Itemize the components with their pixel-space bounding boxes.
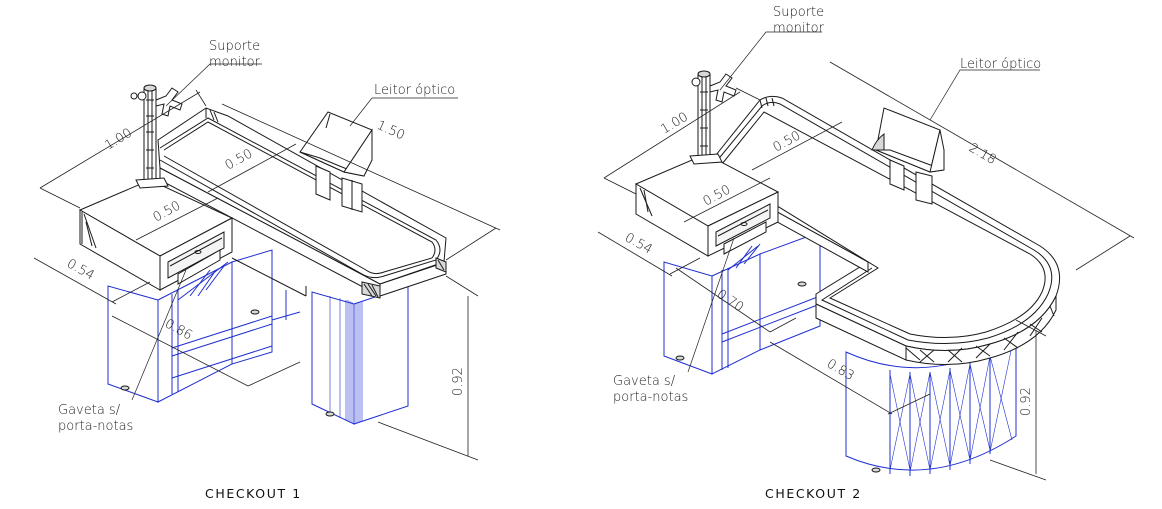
checkout-1-leaders [131, 63, 458, 401]
checkout-2-monitor-stand [689, 70, 737, 165]
checkout-2-cash-box [634, 153, 780, 257]
checkout-2-scanner [871, 107, 945, 205]
checkout-1-scanner-label: Leitor óptico [374, 83, 455, 98]
checkout-2-base [663, 231, 1017, 476]
checkout-1-drawer-label-line1: Gaveta s/ [58, 403, 121, 418]
checkout-1-scanner [299, 111, 373, 213]
checkout-1-monitor-label-line2: monitor [209, 55, 261, 70]
checkout-2-scanner-label: Leitor óptico [960, 57, 1041, 72]
checkout-2-drawer-label-line1: Gaveta s/ [613, 374, 676, 389]
checkout-1-drawing: Suporte monitor Leitor óptico Gaveta s/ … [33, 39, 501, 501]
checkout-1-monitor-stand [130, 84, 183, 189]
checkout-2-monitor-label-line1: Suporte [773, 5, 824, 20]
checkout-2-dim-height: 0.92 [1019, 387, 1034, 416]
checkout-1-base [107, 249, 409, 425]
checkout-1-dim-height: 0.92 [451, 367, 466, 396]
checkout-2-title: CHECKOUT 2 [765, 486, 862, 501]
checkout-2-drawing: Suporte monitor Leitor óptico Gaveta s/ … [597, 5, 1135, 501]
checkout-2-dim-box-depth: 0.54 [622, 230, 655, 257]
checkout-1-cash-box [78, 179, 234, 291]
checkout-1-dim-depth-top: 1.00 [102, 126, 135, 154]
checkout-1-dimensions [33, 89, 501, 461]
checkout-1-dim-length: 1.50 [374, 118, 407, 143]
checkout-1-title: CHECKOUT 1 [205, 486, 302, 501]
checkout-2-dimensions [597, 61, 1135, 481]
checkout-2-leaders [687, 31, 1040, 373]
checkout-2-dim-length: 2.18 [966, 140, 999, 167]
checkout-1-drawer-label-line2: porta-notas [58, 419, 133, 434]
checkout-1-monitor-label-line1: Suporte [209, 39, 260, 54]
checkout-1-dim-box-depth: 0.54 [64, 256, 97, 283]
checkout-2-monitor-label-line2: monitor [773, 21, 825, 36]
checkout-2-drawer-label-line2: porta-notas [613, 390, 688, 405]
checkout-1-counter [157, 107, 447, 299]
